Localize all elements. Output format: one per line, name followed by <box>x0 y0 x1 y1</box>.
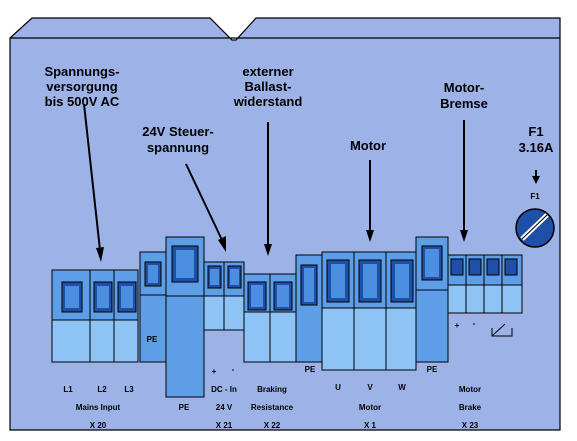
label-l2: L2 <box>97 385 107 394</box>
callout-brake-res-line1: externer <box>242 64 293 79</box>
label-x22: X 22 <box>264 421 281 430</box>
label-pe-large: PE <box>179 403 190 412</box>
arrow-supply <box>83 103 101 251</box>
arrow-brake-res-head <box>264 244 272 256</box>
label-x1: X 1 <box>364 421 377 430</box>
terminal-pe-brake <box>415 236 449 363</box>
label-w: W <box>398 383 406 392</box>
terminal-pe-mains <box>139 251 167 363</box>
label-x20: X 20 <box>90 421 107 430</box>
label-dc-in: DC - In <box>211 385 237 394</box>
label-l1: L1 <box>63 385 73 394</box>
callout-fuse-rating: 3.16A <box>519 140 554 155</box>
label-l3: L3 <box>124 385 134 394</box>
terminal-x1 <box>321 251 417 371</box>
label-pe-motor: PE <box>305 365 316 374</box>
callout-motor-brake-line2: Bremse <box>440 96 488 111</box>
brake-contact-symbol <box>491 323 513 337</box>
callout-ctrl-line2: spannung <box>147 140 209 155</box>
label-braking: Braking <box>257 385 287 394</box>
callout-brake-res-line2: Ballast- <box>245 79 292 94</box>
label-v: V <box>367 383 373 392</box>
callout-supply-line1: Spannungs- <box>44 64 119 79</box>
label-brake: Brake <box>459 403 482 412</box>
label-mains-input: Mains Input <box>76 403 121 412</box>
fuse-small-label: F1 <box>530 192 540 201</box>
callout-brake-res-line3: widerstand <box>233 94 303 109</box>
label-brake-minus: - <box>473 319 476 328</box>
callout-supply-line2: versorgung <box>46 79 118 94</box>
callout-motor: Motor <box>350 138 386 153</box>
callout-arrows <box>83 103 540 262</box>
label-motor: Motor <box>359 403 381 412</box>
label-brake-plus: + <box>455 321 460 330</box>
label-pe-mains: PE <box>147 335 158 344</box>
arrow-supply-head <box>96 247 104 262</box>
label-motor-brake-top: Motor <box>459 385 481 394</box>
label-24v: 24 V <box>216 403 233 412</box>
label-u: U <box>335 383 341 392</box>
label-dc-minus: - <box>232 365 235 374</box>
label-dc-plus: + <box>212 367 217 376</box>
label-pe-brake: PE <box>427 365 438 374</box>
callout-ctrl-line1: 24V Steuer- <box>142 124 214 139</box>
label-x23: X 23 <box>462 421 479 430</box>
callout-fuse-name: F1 <box>528 124 543 139</box>
arrow-motor-head <box>366 230 374 242</box>
terminal-x22 <box>243 273 297 363</box>
terminal-x21 <box>203 261 245 331</box>
terminal-pe-motor <box>295 254 323 363</box>
callout-supply-line3: bis 500V AC <box>45 94 120 109</box>
arrow-ctrl <box>185 163 223 241</box>
arrow-fuse-head <box>532 176 540 184</box>
label-resistance: Resistance <box>251 403 294 412</box>
arrow-ctrl-head <box>218 236 226 252</box>
arrow-motor-brake-head <box>460 230 468 242</box>
terminal-x23 <box>447 254 523 314</box>
terminal-x20 <box>51 269 139 363</box>
fuse-f1 <box>515 208 555 248</box>
callout-motor-brake-line1: Motor- <box>444 80 484 95</box>
label-x21: X 21 <box>216 421 233 430</box>
terminal-pe-large <box>165 236 205 398</box>
